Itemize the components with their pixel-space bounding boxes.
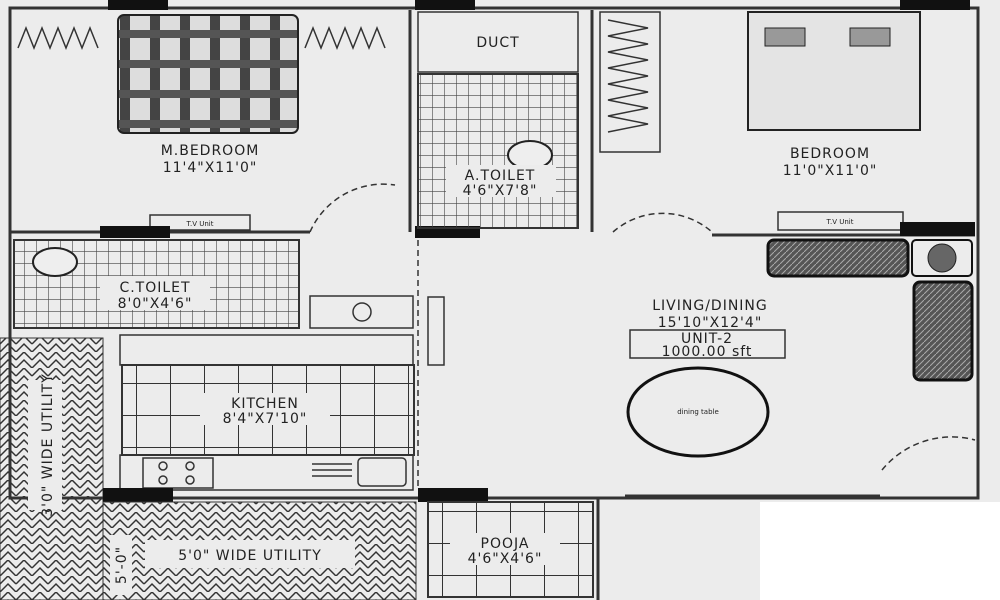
wall-segment [415,0,475,10]
bottom-utility: 5'0" WIDE UTILITY 5'-0" [102,501,417,600]
utility-label: 5'0" WIDE UTILITY [178,548,322,564]
dimension-label: 5'-0" [114,546,130,584]
unit-box [629,329,786,359]
room-name: LIVING/DINING [652,298,768,314]
sofa [912,280,974,382]
room-size: 4'6"X7'8" [463,183,538,199]
kitchen: KITCHEN 8'4"X7'10" [119,334,415,491]
tv-unit-label: T.V Unit [826,218,854,226]
duct [417,11,579,73]
wc-icon [507,140,553,170]
duct-label: DUCT [476,35,519,51]
unit-area: 1000.00 sft [662,344,753,360]
bedroom: BEDROOM 11'0"X11'0" T.V Unit [599,11,921,233]
room-name: C.TOILET [119,280,190,296]
dining-table [626,366,770,458]
dining-table-label: dining table [677,408,719,416]
unit-name: UNIT-2 [681,331,733,347]
door-swing [612,212,713,233]
double-bed [117,14,299,134]
door-swing [309,183,396,233]
room-size: 11'0"X11'0" [783,163,878,179]
room-name: POOJA [481,536,530,552]
room-size: 11'4"X11'0" [163,160,258,176]
common-toilet: C.TOILET 8'0"X4'6" [13,239,414,329]
room-size: 4'6"X4'6" [468,551,543,567]
room-name: M.BEDROOM [161,143,260,159]
lamp-icon [927,243,957,273]
door-swing [881,436,976,471]
wall-segment [108,0,168,10]
kitchen-counter [119,454,414,491]
room-name: KITCHEN [231,396,299,412]
stove-icon [142,457,214,489]
wardrobe [17,25,99,51]
room-name: BEDROOM [790,146,870,162]
outer-wall [8,6,980,500]
room-name: A.TOILET [465,168,536,184]
tv-unit [427,296,445,366]
wardrobe [304,25,386,51]
tv-unit-label: T.V Unit [186,220,214,228]
room-size: 8'4"X7'10" [223,411,308,427]
utility-label: 3'0" WIDE UTILITY [40,373,56,517]
tv-unit [777,211,904,231]
wc-icon [32,247,78,277]
living-dining: LIVING/DINING 15'10"X12'4" UNIT-2 1000.0… [626,238,976,471]
room-size: 8'0"X4'6" [118,296,193,312]
sink-icon [357,457,407,487]
wash-basin [309,295,414,329]
tv-unit [149,214,251,231]
sofa [766,238,910,278]
wall-segment [900,0,970,10]
wardrobe [607,19,649,133]
pooja: POOJA 4'6"X4'6" [427,501,594,598]
room-size: 15'10"X12'4" [658,315,763,331]
master-bedroom: M.BEDROOM 11'4"X11'0" T.V Unit [17,14,396,233]
side-utility: 3'0" WIDE UTILITY [0,337,104,600]
attached-toilet: DUCT A.TOILET 4'6"X7'8" [417,11,579,229]
